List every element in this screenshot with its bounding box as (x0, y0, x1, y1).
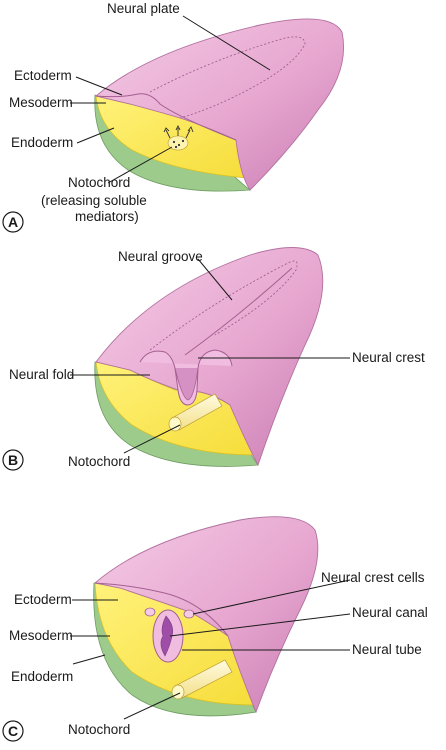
notochord-a (163, 124, 194, 151)
leader-notochord-c (123, 692, 181, 720)
leader-neural-groove-b (197, 258, 233, 301)
ectoderm-body-a (95, 18, 345, 191)
leader-notochord-b (123, 424, 181, 454)
panel-letter-a: A (8, 214, 18, 230)
panel-b: Neural groove Neural fold Neural crest N… (2, 247, 425, 471)
neural-groove-line-b (184, 267, 293, 356)
label-notochord-note2-a: mediators) (75, 209, 139, 224)
embryo-a (94, 18, 345, 192)
leader-neural-canal-c (169, 613, 351, 637)
label-notochord-note1-a: (releasing soluble (41, 193, 147, 208)
neural-canal-c (160, 615, 174, 657)
neural-crest-cells-c (144, 607, 195, 619)
label-neural-groove-b: Neural groove (118, 249, 203, 264)
leader-endoderm-c (72, 654, 106, 665)
label-neural-crest-b: Neural crest (352, 350, 425, 365)
panel-badge-b: B (2, 449, 24, 471)
label-neural-canal-c: Neural canal (352, 605, 428, 620)
leader-notochord-a (107, 146, 173, 184)
leader-neural-crest-cells-c (192, 579, 351, 615)
panel-letter-b: B (8, 452, 18, 468)
panel-letter-c: C (8, 723, 18, 739)
panel-badge-a: A (2, 211, 24, 233)
label-notochord-b: Notochord (68, 454, 130, 469)
label-ectoderm-c: Ectoderm (14, 592, 72, 607)
label-endoderm-c: Endoderm (11, 669, 73, 684)
label-mesoderm-c: Mesoderm (9, 628, 73, 643)
label-notochord-c: Notochord (68, 722, 130, 737)
label-ectoderm-a: Ectoderm (14, 68, 72, 83)
neural-groove-b (174, 367, 199, 401)
neural-tube-c (152, 609, 184, 663)
embryo-c (93, 516, 319, 717)
leader-neural-plate-a (182, 15, 271, 71)
label-neural-fold-b: Neural fold (9, 367, 74, 382)
neural-plate-outline-a (149, 36, 306, 119)
notochord-b (168, 393, 223, 432)
label-neural-crest-cells-c: Neural crest cells (321, 570, 425, 585)
panel-a: Neural plate Ectoderm Mesoderm Endoderm … (2, 1, 345, 233)
leader-endoderm-a (76, 127, 115, 144)
ectoderm-edge-a (95, 93, 237, 141)
embryo-b (94, 247, 324, 467)
label-notochord-a: Notochord (68, 175, 130, 190)
leader-ectoderm-a (75, 76, 123, 96)
ectoderm-edge-c (94, 582, 229, 637)
panel-badge-c: C (2, 720, 24, 742)
panel-c: Ectoderm Mesoderm Endoderm Notochord Neu… (2, 516, 428, 742)
label-neural-plate-a: Neural plate (107, 1, 180, 16)
label-endoderm-a: Endoderm (11, 135, 73, 150)
label-mesoderm-a: Mesoderm (9, 95, 73, 110)
label-neural-tube-c: Neural tube (352, 642, 422, 657)
